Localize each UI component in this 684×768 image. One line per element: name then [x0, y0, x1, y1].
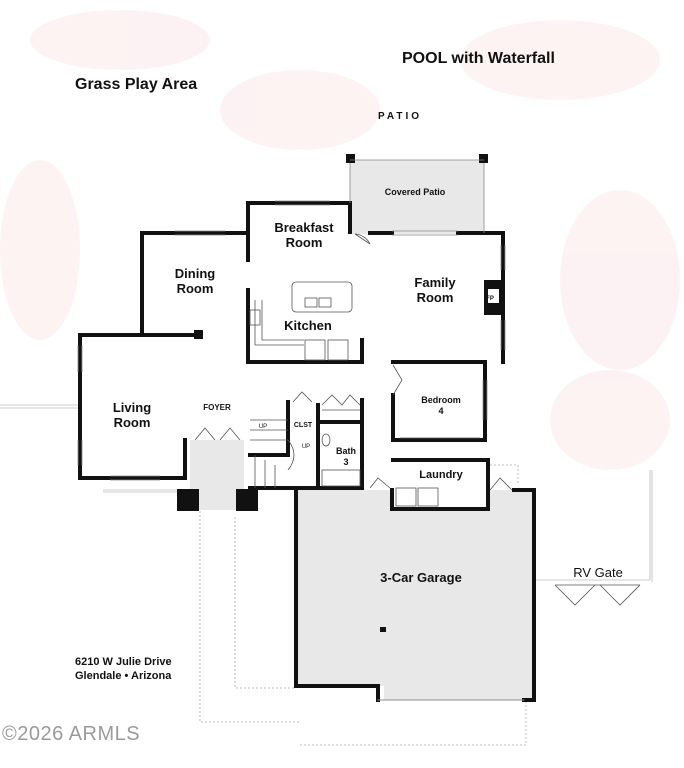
foyer-label: FOYER	[203, 403, 231, 412]
pool-label: POOL with Waterfall	[402, 50, 555, 67]
closet-label: CLST	[294, 422, 313, 429]
kitchen-counter	[254, 300, 304, 346]
stair-up-label-1: UP	[259, 424, 267, 430]
background-texture	[0, 10, 680, 470]
doors	[194, 233, 641, 606]
bath-3-label-line2: 3	[343, 457, 348, 467]
covered-patio-label: Covered Patio	[385, 187, 446, 197]
fireplace-label: FP	[486, 296, 494, 302]
kitchen-label: Kitchen	[284, 318, 332, 333]
fixtures	[249, 280, 501, 507]
garage-label: 3-Car Garage	[380, 570, 462, 585]
stair-up-label-2: UP	[302, 444, 310, 450]
windows	[77, 159, 506, 481]
patio-label: PATIO	[378, 111, 422, 122]
garage-floor	[296, 490, 534, 700]
dining-room-label-line2: Room	[177, 281, 214, 296]
wall-posts	[177, 154, 488, 632]
family-room-label-line1: Family	[414, 275, 456, 290]
living-room-label-line1: Living	[113, 400, 151, 415]
bath-3-label-line1: Bath	[336, 446, 356, 456]
floor-fills	[190, 160, 534, 700]
watermark: ©2026 ARMLS	[2, 723, 140, 745]
walls	[78, 201, 536, 702]
kitchen-island	[291, 281, 353, 313]
breakfast-room-label-line1: Breakfast	[274, 220, 334, 235]
grass-play-area-label: Grass Play Area	[75, 76, 197, 93]
bedroom-4-label-line1: Bedroom	[421, 395, 461, 405]
living-room-label-line2: Room	[114, 415, 151, 430]
breakfast-room-label-line2: Room	[286, 235, 323, 250]
bedroom-4-label-line2: 4	[438, 406, 443, 416]
site-lines	[199, 464, 527, 746]
family-room-label-line2: Room	[417, 290, 454, 305]
laundry-label: Laundry	[419, 469, 463, 481]
covered-patio-floor	[350, 160, 484, 234]
yard-lines	[0, 404, 653, 582]
address-line-2: Glendale • Arizona	[75, 670, 172, 682]
address-line-1: 6210 W Julie Drive	[75, 656, 172, 668]
dining-room-label-line1: Dining	[175, 266, 215, 281]
rv-gate-label: RV Gate	[573, 565, 623, 580]
